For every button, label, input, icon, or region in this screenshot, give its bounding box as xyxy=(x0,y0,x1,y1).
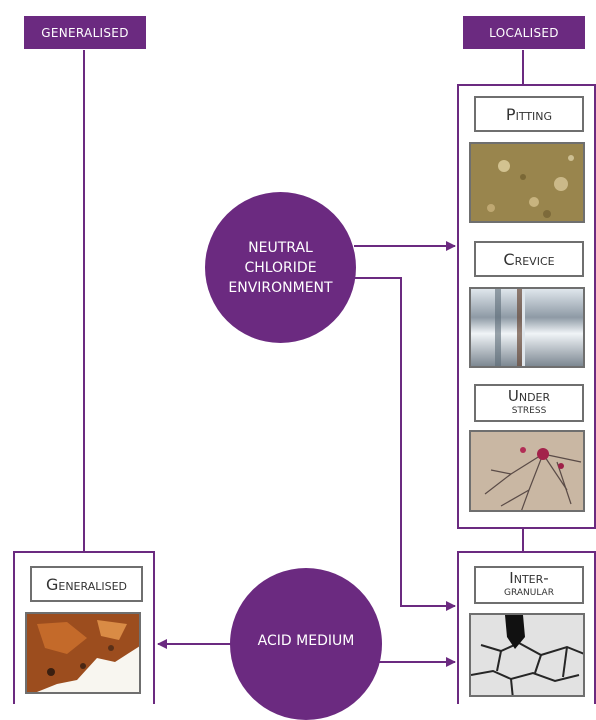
intergranular-label: Inter- granular xyxy=(474,566,584,604)
neutral-line-1: NEUTRAL xyxy=(248,239,313,256)
localised-tag: LOCALISED xyxy=(463,16,585,49)
pitting-label: Pitting xyxy=(474,96,584,132)
crevice-photo xyxy=(469,287,585,368)
connector-lines xyxy=(83,50,524,667)
under-stress-label-line2: stress xyxy=(511,402,547,417)
neutral-line-2: CHLORIDE xyxy=(244,259,317,276)
crevice-photo-icon xyxy=(471,289,583,366)
under-stress-label-line1: Under xyxy=(507,387,551,405)
generalised-label-text: Generalised xyxy=(45,574,128,594)
pitting-photo-icon xyxy=(471,144,583,221)
generalised-label: Generalised xyxy=(30,566,143,602)
intergranular-photo-icon xyxy=(471,615,583,695)
crevice-label-text: Crevice xyxy=(503,249,555,269)
under-stress-photo xyxy=(469,430,585,512)
generalised-photo xyxy=(25,612,141,694)
neutral-to-intergranular-arrow xyxy=(354,277,456,611)
intergranular-photo xyxy=(469,613,585,697)
stress-corrosion-photo-icon xyxy=(471,432,583,510)
neutral-chloride-circle: NEUTRAL CHLORIDE ENVIRONMENT xyxy=(205,192,356,343)
generalised-corrosion-photo-icon xyxy=(27,614,139,692)
intergranular-label-line2: granular xyxy=(504,584,554,599)
pitting-photo xyxy=(469,142,585,223)
pitting-label-text: Pitting xyxy=(505,104,553,124)
acid-medium-circle: ACID MEDIUM xyxy=(230,568,382,720)
generalised-tag: GENERALISED xyxy=(24,16,146,49)
crevice-label: Crevice xyxy=(474,241,584,277)
intergranular-label-line1: Inter- xyxy=(509,569,549,587)
acid-medium-text: ACID MEDIUM xyxy=(257,633,355,649)
neutral-line-3: ENVIRONMENT xyxy=(228,279,333,296)
under-stress-label: Under stress xyxy=(474,384,584,422)
